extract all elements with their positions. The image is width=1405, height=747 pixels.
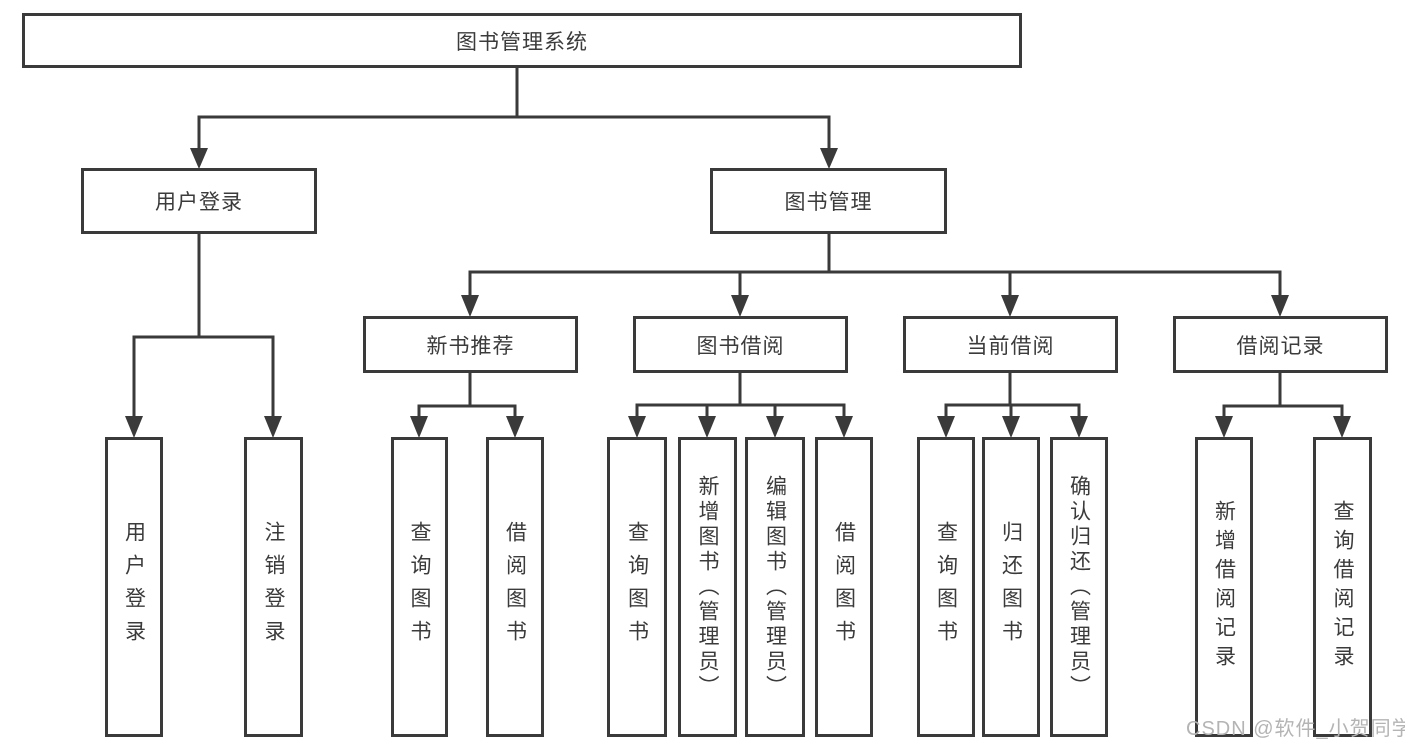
leaf-label: 确认归还（管理员）	[1067, 474, 1091, 700]
connector-user-login-children	[125, 232, 282, 438]
leaf-borrow-books-recommend: 借阅图书	[486, 437, 544, 737]
leaf-borrow-books: 借阅图书	[815, 437, 873, 737]
node-book-management: 图书管理	[710, 168, 947, 234]
node-label: 图书管理系统	[456, 30, 588, 54]
connector-root-to-level2	[190, 66, 838, 169]
node-book-borrow: 图书借阅	[633, 316, 848, 373]
leaf-query-books-current: 查询图书	[917, 437, 975, 737]
leaf-query-books-borrow: 查询图书	[607, 437, 667, 737]
node-label: 借阅记录	[1236, 334, 1325, 358]
node-current-borrow: 当前借阅	[903, 316, 1118, 373]
leaf-user-login: 用户登录	[105, 437, 163, 737]
leaf-label: 借阅图书	[832, 521, 856, 653]
leaf-label: 查询图书	[934, 521, 958, 653]
leaf-label: 编辑图书（管理员）	[763, 474, 787, 700]
leaf-label: 新增图书（管理员）	[696, 474, 719, 700]
node-borrow-records: 借阅记录	[1173, 316, 1388, 373]
connector-book-management-to-level3	[461, 232, 1289, 317]
node-label: 新书推荐	[426, 334, 515, 358]
leaf-add-borrow-record: 新增借阅记录	[1195, 437, 1253, 737]
node-library-management-system: 图书管理系统	[22, 13, 1022, 68]
node-new-book-recommend: 新书推荐	[363, 316, 578, 373]
leaf-label: 注销登录	[262, 521, 285, 653]
leaf-logout: 注销登录	[244, 437, 303, 737]
leaf-query-books-recommend: 查询图书	[391, 437, 448, 737]
leaf-confirm-return-admin: 确认归还（管理员）	[1050, 437, 1108, 737]
leaf-label: 查询图书	[408, 521, 431, 653]
connector-book-borrow-children	[628, 371, 853, 438]
leaf-edit-books-admin: 编辑图书（管理员）	[745, 437, 805, 737]
connector-current-borrow-children	[937, 371, 1088, 438]
leaf-label: 用户登录	[122, 521, 146, 653]
connector-new-book-children	[410, 371, 524, 438]
leaf-label: 查询借阅记录	[1331, 500, 1354, 674]
leaf-label: 归还图书	[999, 521, 1023, 653]
node-label: 用户登录	[155, 191, 243, 214]
leaf-add-books-admin: 新增图书（管理员）	[678, 437, 737, 737]
leaf-return-books: 归还图书	[982, 437, 1040, 737]
leaf-query-borrow-record: 查询借阅记录	[1313, 437, 1372, 737]
connector-borrow-records-children	[1215, 371, 1351, 438]
leaf-label: 新增借阅记录	[1212, 500, 1236, 674]
node-label: 图书管理	[784, 191, 873, 214]
leaf-label: 借阅图书	[503, 521, 527, 653]
leaf-label: 查询图书	[625, 521, 649, 653]
csdn-watermark: CSDN @软件_小贺同学	[1186, 718, 1405, 740]
node-label: 图书借阅	[696, 334, 785, 358]
node-user-login: 用户登录	[81, 168, 317, 234]
node-label: 当前借阅	[966, 334, 1055, 358]
